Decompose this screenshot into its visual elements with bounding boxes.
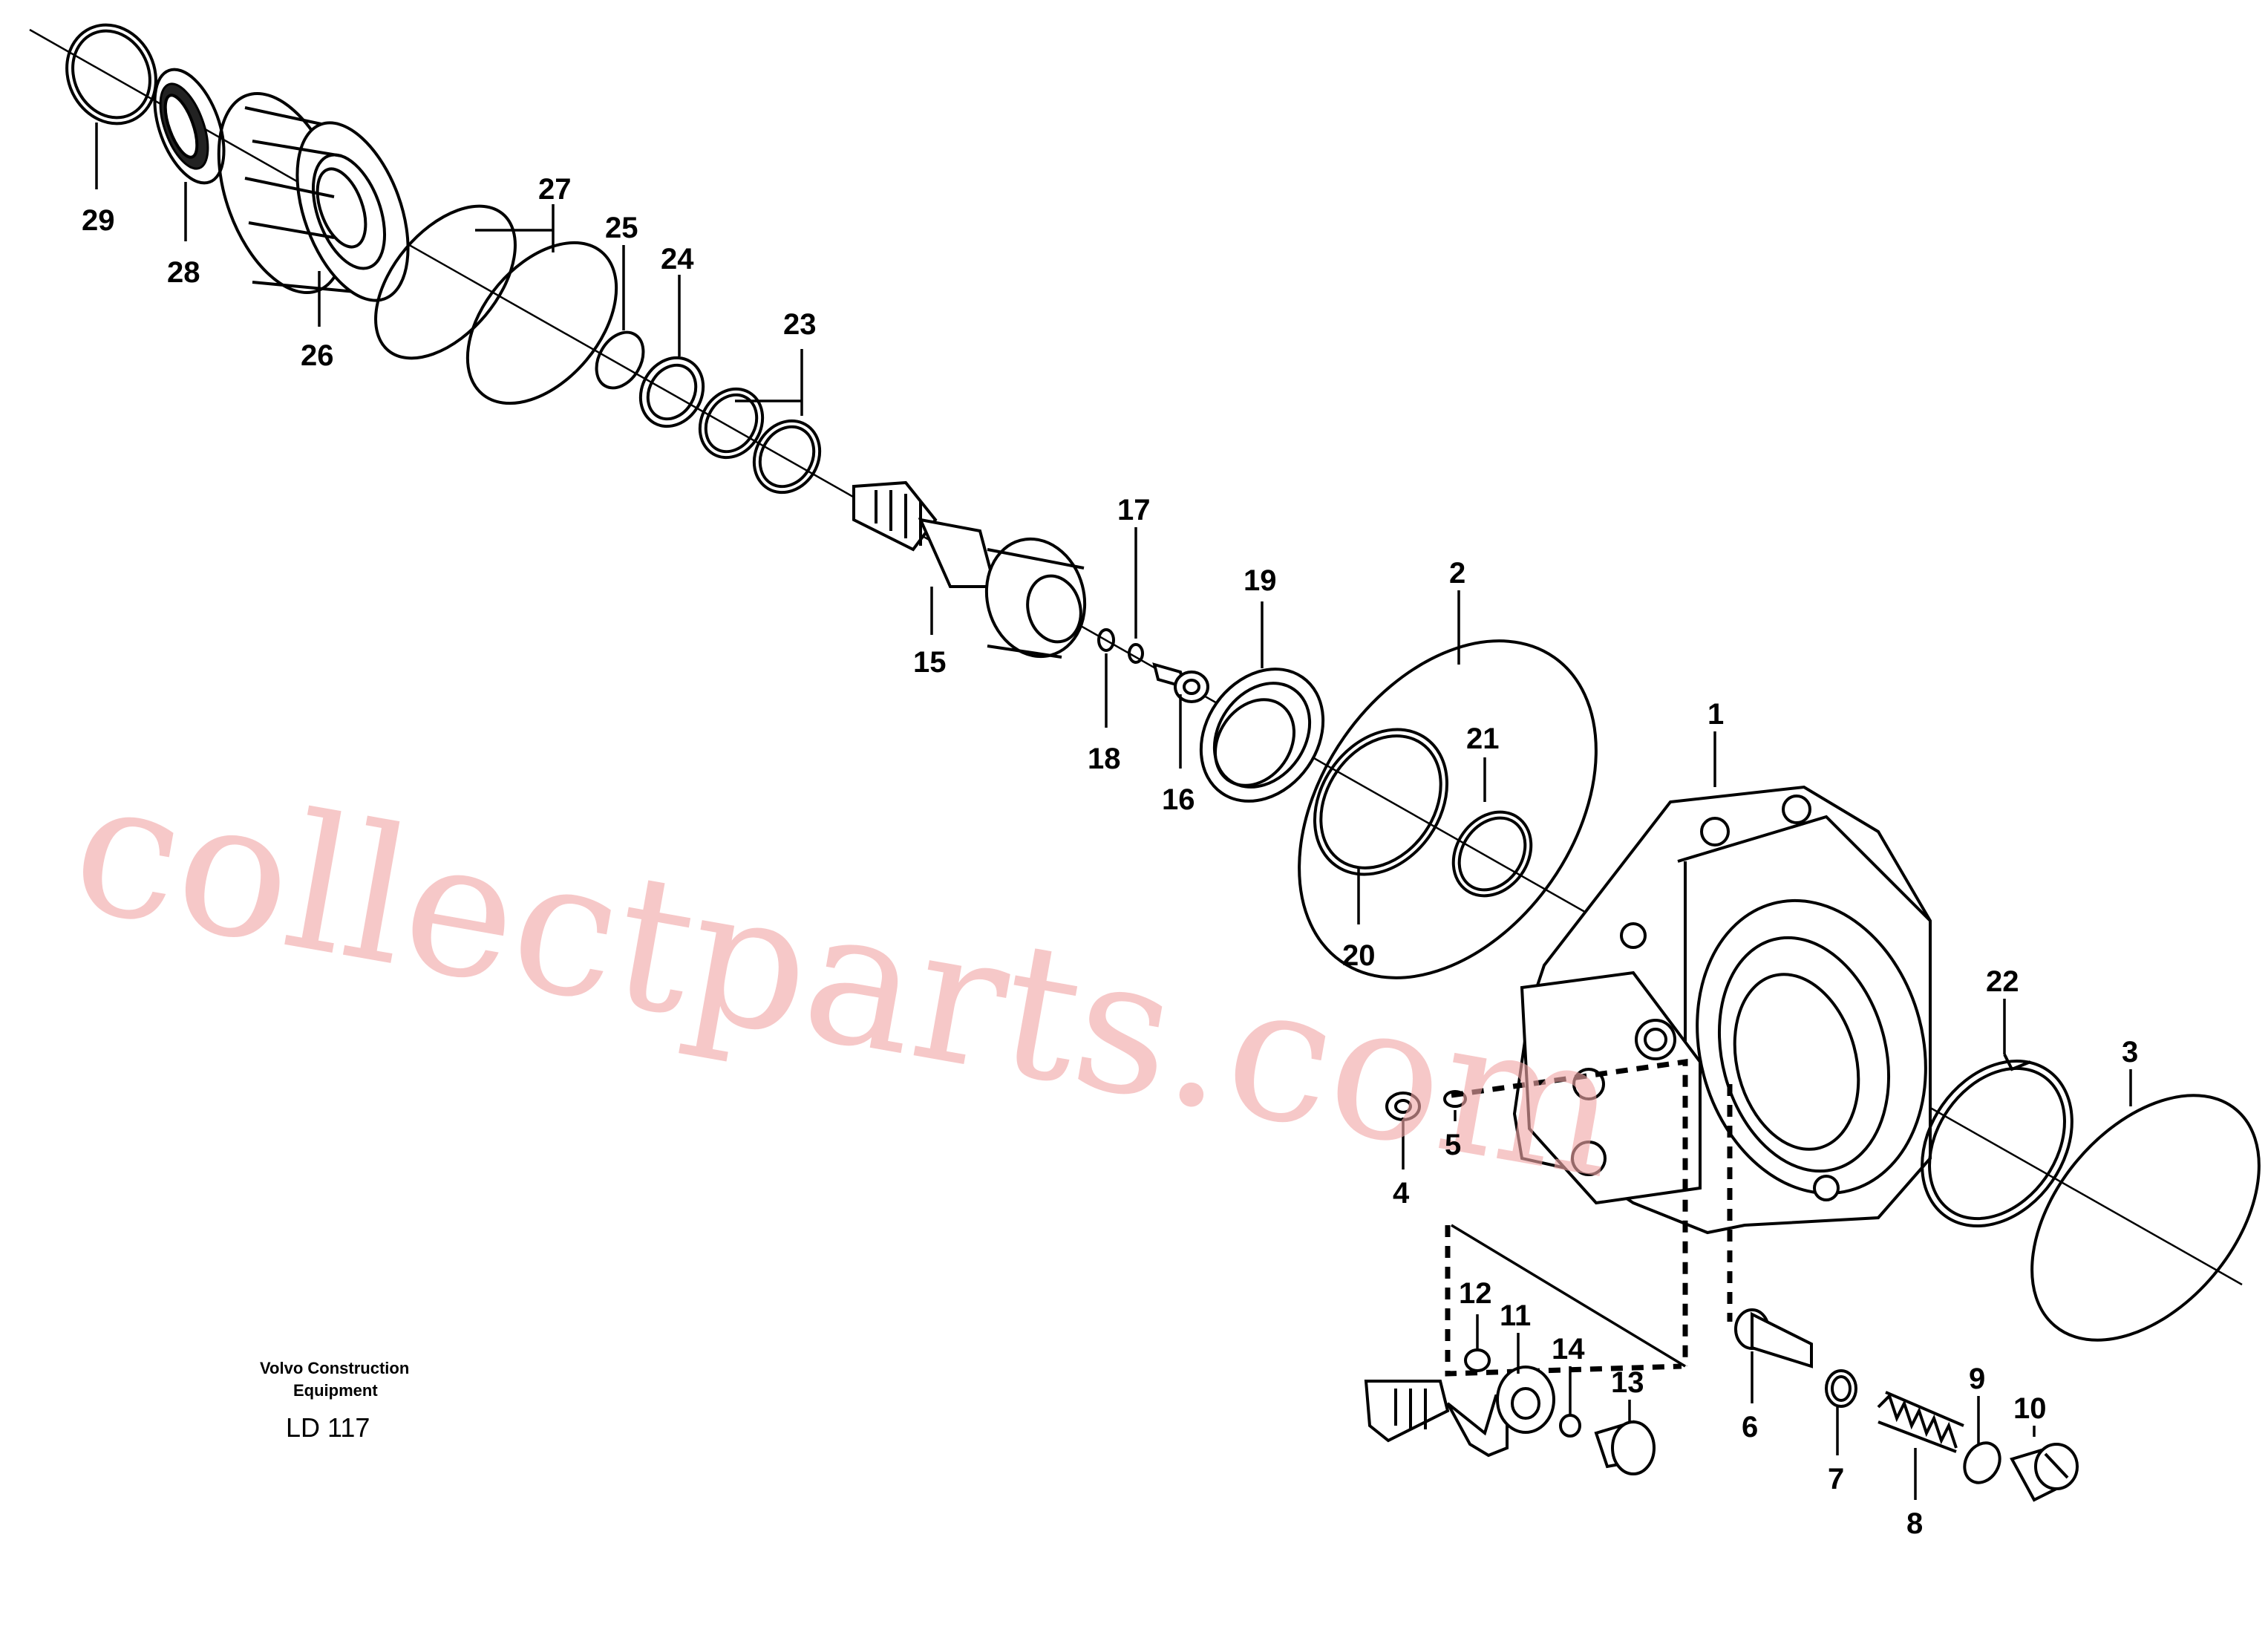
callout-3: 3	[2122, 1036, 2138, 1069]
callout-6: 6	[1742, 1411, 1758, 1443]
part-28-seal-ring	[153, 68, 226, 185]
part-15-shaft	[852, 480, 1087, 659]
part-25-o-ring	[595, 330, 645, 390]
callout-4: 4	[1393, 1177, 1410, 1210]
callout-9: 9	[1969, 1363, 1985, 1395]
part-1-pump-housing	[1512, 785, 1932, 1235]
watermark-text: collectparts.com	[59, 737, 1635, 1221]
part-27-o-rings	[374, 204, 618, 405]
part-20-circlip	[1313, 728, 1449, 876]
assembly-link-dashed-left	[1445, 1058, 1688, 1377]
part-17-o-ring	[1128, 643, 1144, 664]
callout-11: 11	[1500, 1299, 1531, 1332]
callout-2: 2	[1449, 557, 1465, 590]
callout-15: 15	[913, 646, 947, 679]
part-26-bearing-housing	[217, 91, 410, 302]
callout-24: 24	[661, 243, 694, 275]
part-8-spring	[1877, 1391, 1964, 1453]
callout-19: 19	[1244, 564, 1277, 597]
part-18-o-ring	[1097, 628, 1115, 652]
part-10-plug	[2010, 1443, 2079, 1502]
callout-26: 26	[301, 339, 334, 372]
leader-lines	[95, 123, 2132, 1500]
part-19-shaft-seal	[1199, 668, 1325, 803]
callout-28: 28	[167, 256, 200, 289]
callout-10: 10	[2013, 1392, 2047, 1425]
part-11-fitting	[1364, 1366, 1555, 1458]
callout-16: 16	[1162, 783, 1195, 816]
part-7-ring	[1825, 1369, 1857, 1408]
part-23-snap-rings	[698, 387, 822, 495]
part-6-piston	[1734, 1308, 1813, 1368]
assembly-link-line-left	[1451, 1224, 1686, 1368]
part-29-circlip	[65, 23, 157, 125]
callout-21: 21	[1466, 722, 1500, 755]
title-block: Volvo Construction Equipment LD 117	[260, 1359, 409, 1443]
brand-line-2: Equipment	[293, 1381, 378, 1400]
callout-27: 27	[538, 173, 572, 206]
callout-20: 20	[1342, 939, 1376, 972]
callout-13: 13	[1611, 1366, 1644, 1399]
part-12-o-ring	[1464, 1348, 1491, 1372]
callout-7: 7	[1828, 1463, 1844, 1495]
callout-14: 14	[1552, 1333, 1585, 1366]
part-22-circlip	[1921, 1054, 2073, 1228]
part-3-cover-plate	[2030, 1094, 2261, 1342]
part-24-washer	[638, 356, 705, 428]
part-5-o-ring	[1443, 1090, 1467, 1108]
callout-1: 1	[1707, 698, 1724, 731]
brand-line-1: Volvo Construction	[260, 1359, 409, 1377]
part-21-ring	[1451, 810, 1533, 898]
callout-22: 22	[1986, 965, 2019, 998]
part-9-o-ring	[1963, 1441, 2001, 1484]
part-2-gasket-plate	[1298, 639, 1598, 979]
callout-5: 5	[1445, 1129, 1461, 1161]
callout-23: 23	[783, 308, 817, 341]
callout-25: 25	[605, 212, 638, 244]
callout-8: 8	[1906, 1507, 1923, 1540]
part-13-hollow-bolt	[1594, 1420, 1656, 1475]
part-14-o-ring	[1559, 1414, 1581, 1438]
part-16-pin	[1152, 662, 1209, 703]
callout-18: 18	[1088, 743, 1121, 775]
callout-17: 17	[1117, 494, 1151, 526]
drawing-code: LD 117	[286, 1412, 370, 1443]
callout-12: 12	[1459, 1277, 1492, 1310]
callout-numbers: 29 28 26 27 25 24 23 15 17 18 16 19 2 21…	[82, 173, 2138, 1540]
callout-29: 29	[82, 204, 115, 237]
